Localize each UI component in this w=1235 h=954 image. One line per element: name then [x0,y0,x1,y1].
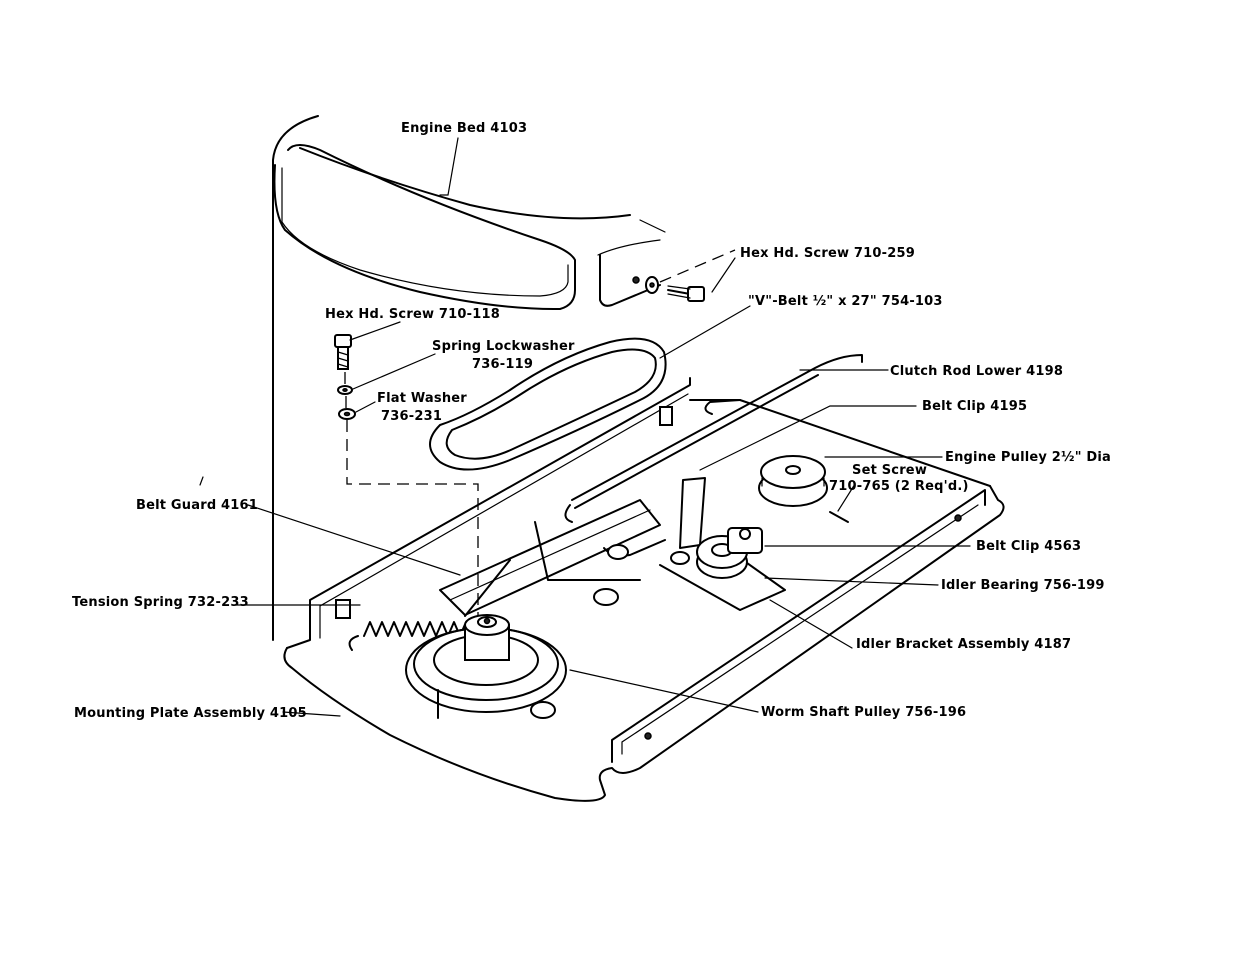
label-hex-screw-710-118: Hex Hd. Screw 710-118 [325,307,500,322]
leader-lines [199,137,971,717]
set-screw [829,511,849,523]
label-v-belt: "V"-Belt ½" x 27" 754-103 [748,294,943,309]
label-worm-shaft-pulley: Worm Shaft Pulley 756-196 [761,705,967,720]
hex-screw-710-259 [645,249,736,302]
tension-spring [348,559,511,651]
label-flat-washer-part: 736-231 [381,409,443,424]
label-mounting-plate-assembly: Mounting Plate Assembly 4105 [74,706,307,721]
mounting-plate [283,377,1005,802]
label-belt-clip-4195: Belt Clip 4195 [922,399,1028,414]
label-clutch-rod-lower: Clutch Rod Lower 4198 [890,364,1064,379]
v-belt [429,337,667,471]
label-idler-bearing: Idler Bearing 756-199 [941,578,1105,593]
label-engine-pulley: Engine Pulley 2½" Dia [945,450,1112,465]
label-belt-guard: Belt Guard 4161 [136,498,259,513]
hex-screw-710-118 [334,334,479,620]
label-engine-bed: Engine Bed 4103 [401,121,528,136]
label-set-screw-part: 710-765 (2 Req'd.) [829,479,969,494]
clutch-rod [564,354,863,523]
label-idler-bracket-assembly: Idler Bracket Assembly 4187 [856,637,1072,652]
engine-bed [272,115,666,641]
label-spring-lockwasher-part: 736-119 [472,357,534,372]
engine-pulley [758,455,828,507]
label-flat-washer: Flat Washer [377,391,467,406]
belt-guard [439,499,661,616]
label-tension-spring: Tension Spring 732-233 [72,595,249,610]
idler-assembly [534,477,786,611]
label-spring-lockwasher: Spring Lockwasher [432,339,575,354]
label-set-screw: Set Screw [852,463,928,478]
label-hex-screw-710-259: Hex Hd. Screw 710-259 [740,246,915,261]
worm-shaft-pulley [405,614,567,719]
label-belt-clip-4563: Belt Clip 4563 [976,539,1082,554]
